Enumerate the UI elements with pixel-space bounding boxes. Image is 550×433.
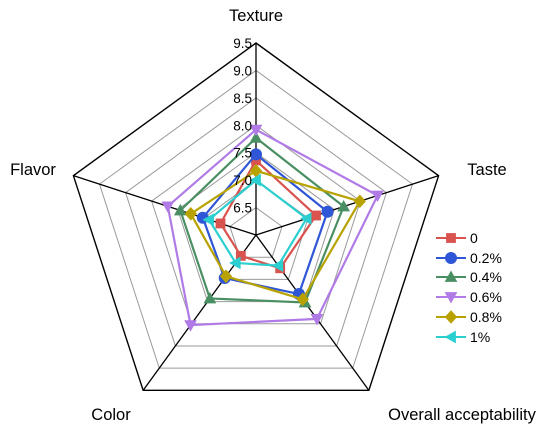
legend-item-3: 0.6%	[436, 287, 546, 307]
series-5-point-2	[271, 259, 284, 272]
axis-spoke-1	[255, 175, 439, 236]
series-3-point-2	[310, 313, 324, 326]
series-2-point-4	[174, 203, 187, 216]
series-1-point-1	[321, 205, 334, 218]
legend-marker-shape-4	[444, 310, 458, 324]
series-4-point-2	[296, 292, 309, 307]
legend-label-2: 0.4%	[470, 269, 502, 286]
axis-label-1: Taste	[467, 161, 506, 179]
legend-label-3: 0.6%	[470, 289, 502, 306]
series-4-point-3	[219, 269, 233, 284]
legend-marker-1	[436, 251, 466, 264]
legend-label-5: 1%	[470, 328, 491, 345]
series-line-3	[166, 128, 380, 327]
legend-marker-4	[436, 310, 466, 324]
legend-label-4: 0.8%	[470, 309, 502, 326]
legend-marker-shape-1	[445, 251, 457, 264]
series-0-point-3	[235, 250, 246, 261]
series-0-point-1	[311, 210, 321, 221]
grid-ring-3	[151, 124, 361, 325]
tick-label-2: 7.5	[233, 146, 252, 161]
tick-label-5: 9.0	[233, 63, 252, 78]
legend-item-2: 0.4%	[436, 268, 546, 288]
legend-marker-shape-2	[444, 270, 458, 283]
legend-item-4: 0.8%	[436, 307, 546, 327]
grid-ring-5	[98, 69, 414, 369]
legend-item-0: 0	[436, 228, 546, 248]
legend-marker-shape-5	[444, 330, 456, 344]
tick-label-4: 8.5	[233, 91, 252, 106]
series-4-point-1	[353, 194, 366, 209]
series-line-5	[207, 178, 309, 267]
tick-label-1: 7.0	[233, 173, 252, 188]
series-5-point-3	[229, 256, 241, 270]
series-2	[174, 131, 350, 308]
series-line-4	[189, 169, 362, 301]
series-2-point-1	[337, 199, 350, 212]
series-2-point-3	[203, 291, 217, 304]
legend-marker-0	[436, 232, 466, 243]
grid-ring-1	[203, 179, 309, 280]
legend-marker-shape-3	[444, 292, 458, 304]
series-3-point-1	[371, 190, 384, 203]
series-2-point-0	[249, 131, 263, 143]
axis-label-2: Overall acceptability	[388, 406, 536, 424]
series-0-point-4	[215, 218, 226, 229]
series-4	[184, 164, 366, 307]
legend-item-5: 1%	[436, 327, 546, 347]
radar-grid	[72, 42, 440, 392]
legend: 0 0.2% 0.4% 0.6% 0.8% 1%	[436, 228, 546, 347]
series-3	[161, 124, 384, 332]
axis-label-0: Texture	[229, 7, 283, 25]
radar-tick-labels: 6.5 7.0 7.5 8.0 8.5 9.0 9.5	[233, 36, 252, 216]
tick-label-6: 9.5	[233, 36, 252, 51]
grid-ring-4	[124, 97, 388, 347]
legend-label-1: 0.2%	[470, 249, 502, 266]
legend-label-0: 0	[470, 229, 478, 246]
axis-label-4: Flavor	[10, 161, 56, 179]
series-3-point-4	[161, 201, 175, 213]
series-line-0	[219, 158, 318, 270]
legend-item-1: 0.2%	[436, 248, 546, 268]
legend-marker-shape-0	[446, 232, 456, 243]
grid-ring-6	[72, 42, 440, 392]
series-5	[202, 173, 312, 272]
series-5-point-0	[249, 173, 261, 187]
radar-axes	[73, 43, 439, 391]
series-1-point-0	[250, 148, 262, 161]
series-3-point-0	[249, 124, 263, 137]
grid-ring-0	[229, 206, 283, 258]
series-line-2	[179, 136, 345, 304]
tick-label-3: 8.0	[233, 118, 252, 133]
legend-marker-2	[436, 270, 466, 283]
legend-marker-3	[436, 292, 466, 304]
series-5-point-4	[202, 213, 214, 227]
legend-marker-5	[436, 330, 466, 344]
axis-label-3: Color	[91, 406, 131, 424]
series-4-point-4	[184, 207, 197, 221]
axis-spoke-2	[255, 234, 370, 391]
series-5-point-1	[300, 212, 312, 225]
tick-label-0: 6.5	[233, 201, 252, 216]
radar-series	[161, 124, 384, 332]
series-3-point-3	[184, 320, 197, 332]
